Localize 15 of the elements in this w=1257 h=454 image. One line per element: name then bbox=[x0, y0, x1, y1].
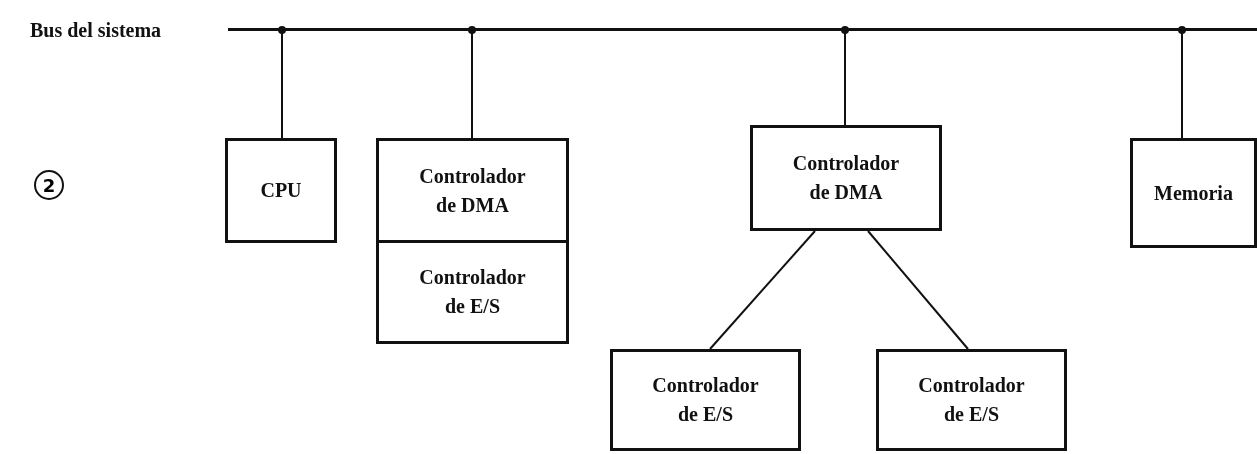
controller-box: Memoria bbox=[1130, 138, 1257, 248]
connector-line bbox=[278, 26, 286, 139]
connector-line bbox=[841, 26, 849, 126]
controller-box: Controlador de E/S bbox=[376, 240, 569, 344]
controller-box: Controlador de E/S bbox=[610, 349, 801, 451]
connector-line bbox=[867, 230, 969, 350]
controller-box: Controlador de E/S bbox=[876, 349, 1067, 451]
controller-box: Controlador de DMA bbox=[376, 138, 569, 243]
circled-number: 2 bbox=[34, 170, 64, 200]
connector-line bbox=[468, 26, 476, 139]
bus-label: Bus del sistema bbox=[30, 18, 162, 43]
connector-line bbox=[709, 230, 816, 350]
controller-box: Controlador de DMA bbox=[750, 125, 942, 231]
controller-box: CPU bbox=[225, 138, 337, 243]
connector-line bbox=[1178, 26, 1186, 139]
